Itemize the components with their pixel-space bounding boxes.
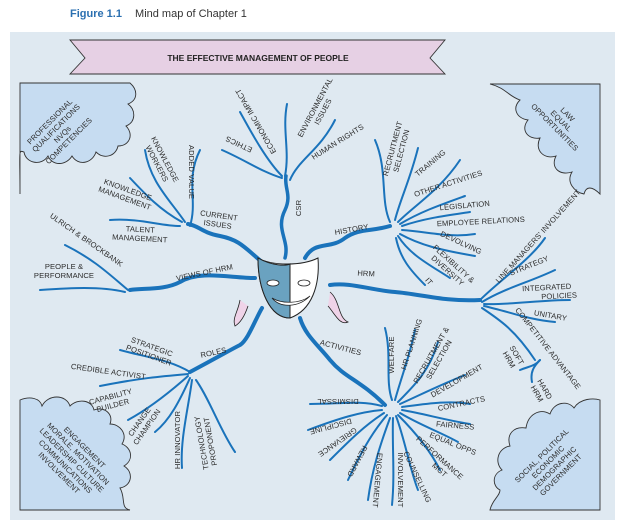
label-people-performance-2: PERFORMANCE [34,271,94,280]
label-credible-activist: CREDIBLE ACTIVIST [70,362,146,381]
figure-title: Mind map of Chapter 1 [135,8,247,20]
branch-csr [279,174,290,260]
label-hr-innovator: HR INNOVATOR [173,411,182,470]
label-integrated-policies-2: POLICIES [541,290,577,301]
csr-children: ETHICS ECONOMIC IMPACT ENVIRONMENTAL ISS… [224,76,365,161]
label-current-issues-2: ISSUES [203,218,232,231]
title-banner: THE EFFECTIVE MANAGEMENT OF PEOPLE [68,39,447,75]
label-counselling: COUNSELLING [401,450,433,504]
label-talent-management-2: MANAGEMENT [112,233,168,245]
history-children: RECRUITMENT SELECTION TRAINING OTHER ACT… [381,120,526,288]
label-employee-relations: EMPLOYEE RELATIONS [437,215,526,229]
label-hr-planning: HR PLANNING [399,318,424,371]
main-branches [128,174,482,407]
label-hrm: HRM [357,269,375,279]
label-contracts: CONTRACTS [437,394,486,413]
label-people-performance-1: PEOPLE & [45,262,83,271]
label-human-rights: HUMAN RIGHTS [310,122,366,161]
label-legislation: LEGISLATION [439,199,490,212]
label-it: IT [423,276,435,287]
label-dismissal: DISMISSAL [317,397,358,406]
label-engagement: ENGAGEMENT [371,452,385,508]
label-fairness: FAIRNESS [436,419,475,431]
label-talent-management-1: TALENT [125,224,155,235]
branch-roles [188,306,264,374]
label-involvement: INVOLVEMENT [396,453,405,508]
cloud-top-left: PROFESSIONAL QUALIFICATIONS NVQs COMPETE… [19,82,137,195]
branch-hrm [328,282,482,303]
figure-label: Figure 1.1 [70,8,122,20]
label-welfare: WELFARE [387,337,396,374]
branch-current-issues [186,222,264,264]
cloud-bottom-right: SOCIAL, POLITICAL ECONOMIC DEMOGRAPHIC G… [489,398,601,511]
sub-branches [39,103,571,506]
cloud-top-right: LAW EQUAL OPPORTUNITIES [489,83,601,196]
label-reward: REWARD [345,444,369,479]
figure-caption: Figure 1.1 Mind map of Chapter 1 [70,8,247,20]
label-ethics: ETHICS [224,134,254,154]
branch-views [128,273,257,292]
branch-activities [298,316,387,407]
label-views-of-hrm: VIEWS OF HRM [175,262,233,283]
views-children: ULRICH & BROCKBANK PEOPLE & PERFORMANCE [34,211,125,280]
label-integrated-policies-1: INTEGRATED [522,282,572,294]
label-csr: CSR [294,199,303,216]
banner-title: THE EFFECTIVE MANAGEMENT OF PEOPLE [167,53,349,63]
branch-history [303,224,392,260]
theatre-mask-icon [233,257,349,327]
cloud-bottom-left: ENGAGEMENT MORALE, MOTIVATION LEADERSHIP… [19,396,131,511]
label-training: TRAINING [413,148,447,179]
label-added-value: ADDED VALUE [187,145,196,199]
label-line-managers: LINE MANAGERS' INVOLVEMENT [494,188,583,285]
